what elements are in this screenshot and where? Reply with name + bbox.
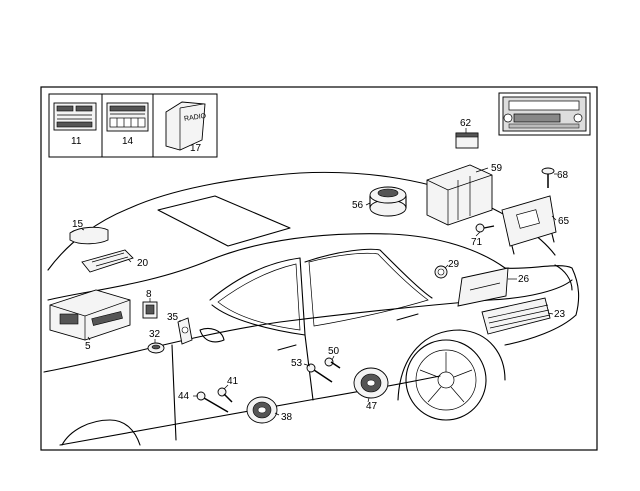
part-15-pad [69, 226, 109, 245]
part-5-radio-chassis [49, 289, 131, 341]
callout-50: 50 [328, 346, 340, 357]
callout-23: 23 [554, 309, 566, 320]
callout-11: 11 [71, 136, 82, 147]
callout-15: 15 [72, 219, 84, 230]
part-29-grommet [434, 265, 448, 279]
callout-20: 20 [137, 258, 149, 269]
label-sticker-part [53, 102, 97, 131]
callout-62: 62 [460, 118, 472, 129]
callout-26: 26 [518, 274, 530, 285]
part-38-door-speaker [246, 396, 278, 424]
callout-17: 17 [190, 143, 202, 154]
callout-59: 59 [491, 163, 503, 174]
part-56-speaker [369, 186, 407, 217]
callout-14: 14 [122, 136, 134, 147]
inset-radio-panel [498, 92, 591, 136]
callout-53: 53 [291, 358, 303, 369]
callout-68: 68 [557, 170, 569, 181]
part-47-door-speaker [353, 367, 389, 399]
callout-8: 8 [146, 289, 152, 300]
part-50-screw [324, 357, 341, 369]
part-32-grommet [147, 342, 165, 354]
part-71-screw [475, 223, 495, 233]
callout-38: 38 [281, 412, 293, 423]
part-44-bolt [196, 391, 229, 413]
leader-lines [81, 128, 557, 416]
part-62-module [455, 132, 479, 149]
callout-71: 71 [471, 237, 483, 248]
inset-labels-box: RADIO [48, 93, 218, 158]
part-59-radio-unit [426, 164, 493, 226]
diagram-frame [40, 86, 598, 451]
code-card-part [106, 102, 149, 132]
booklet-text: RADIO [184, 113, 207, 123]
callout-65: 65 [558, 216, 570, 227]
part-41-screw [217, 387, 233, 403]
callout-44: 44 [178, 391, 190, 402]
part-65-bracket [501, 195, 557, 255]
car-outline [43, 171, 580, 446]
part-8-switch [142, 301, 158, 319]
callout-35: 35 [167, 312, 179, 323]
part-20-remote [81, 249, 134, 273]
callout-5: 5 [85, 341, 91, 352]
part-23-cd-changer [481, 297, 551, 335]
callout-56: 56 [352, 200, 364, 211]
callout-labels: 11 14 17 62 59 68 65 56 71 15 20 29 26 8… [71, 118, 570, 423]
callout-29: 29 [448, 259, 460, 270]
callout-47: 47 [366, 401, 378, 412]
instruction-booklet-part: RADIO [165, 101, 207, 151]
callout-32: 32 [149, 329, 161, 340]
part-26-panel [457, 267, 509, 307]
part-35-clip [177, 317, 193, 345]
callout-41: 41 [227, 376, 239, 387]
part-68-screw [541, 167, 555, 188]
